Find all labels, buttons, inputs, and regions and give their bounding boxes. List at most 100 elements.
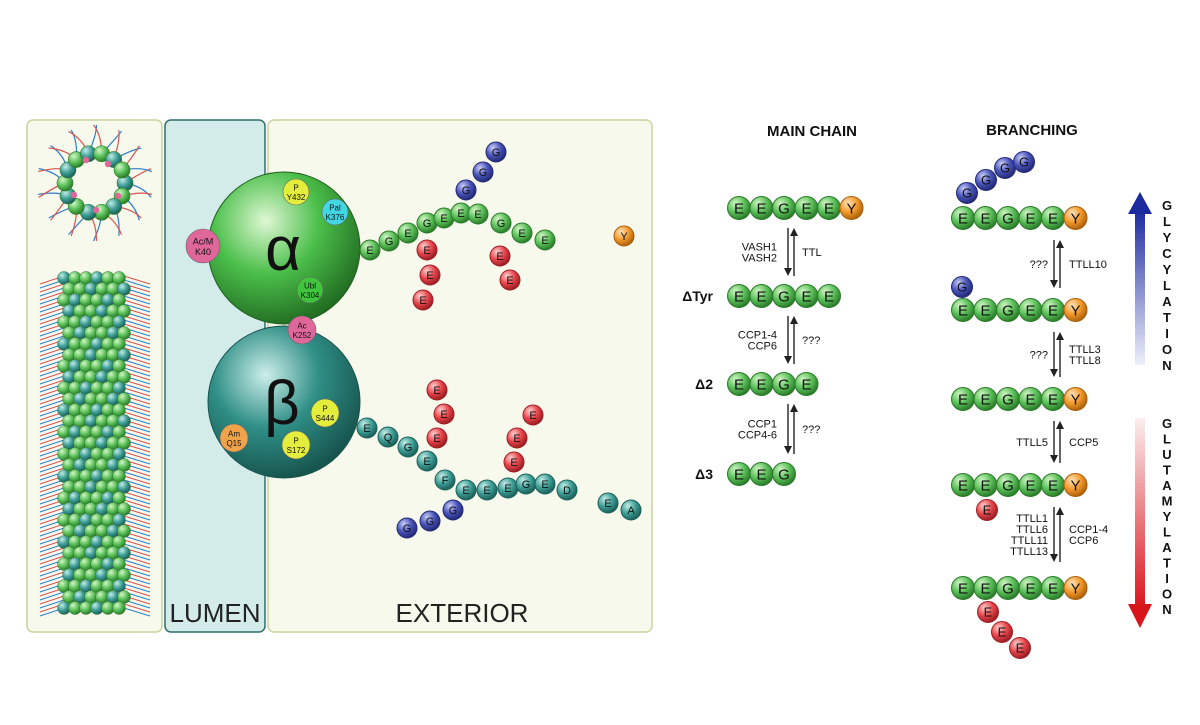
beta-gly-branch-residue: G (396, 517, 418, 539)
reversible-arrow-icon (1050, 507, 1064, 562)
residue-letter: Y (1070, 210, 1080, 227)
chain-residue: E (749, 372, 774, 396)
beta-tail-residue: E (416, 450, 438, 472)
chain-residue: E (951, 473, 975, 497)
chain-residue: E (749, 196, 774, 220)
beta-glu-branch-2-residue: E (503, 451, 525, 473)
alpha-glu-branch-1-residue: E (416, 239, 438, 261)
residue-letter: E (958, 302, 968, 319)
residue-letter: Y (620, 231, 628, 243)
beta-tubulin: β (207, 325, 361, 479)
beta-tail-residue: E (497, 477, 519, 499)
chain-residue: E (727, 372, 751, 396)
alpha-tail-residue: E (534, 229, 556, 251)
chain-residue: Y (1063, 576, 1088, 600)
residue-letter: E (457, 208, 464, 220)
ptm-site: Y432 (287, 193, 306, 202)
chain-residue: E (727, 462, 751, 486)
residue-letter: E (504, 483, 511, 495)
residue-letter: G (778, 200, 790, 217)
residue-letter: E (958, 477, 968, 494)
residue-letter: Y (1070, 477, 1080, 494)
residue-letter: E (801, 376, 811, 393)
enzyme-label: CCP4-6 (738, 430, 777, 442)
beta-tail-residue: A (620, 499, 642, 521)
residue-letter: G (404, 442, 413, 454)
reversible-arrow-icon (784, 404, 798, 454)
residue-letter: G (962, 186, 972, 201)
chain-residue: G (996, 298, 1020, 322)
chain-residue: G (996, 387, 1020, 411)
side-chain-residue: E (977, 601, 999, 623)
chain-residue: E (727, 196, 751, 220)
residue-letter: E (419, 295, 426, 307)
residue-letter: D (563, 485, 571, 497)
chain-residue: E (794, 284, 819, 308)
residue-letter: E (433, 385, 440, 397)
residue-letter: E (423, 245, 430, 257)
residue-letter: A (627, 505, 635, 517)
residue-letter: G (981, 173, 991, 188)
lumen-label: LUMEN (169, 598, 260, 628)
alpha-glu-branch-1: EEE (412, 239, 441, 311)
chain-residue: E (1041, 576, 1065, 600)
ptm-site-badges: PY432PalK376Ac/MK40UblK304AcK252PS444AmQ… (185, 178, 349, 460)
enzyme-label: TTLL6 (1016, 524, 1048, 536)
beta-gly-branch: GGG (396, 499, 464, 539)
residue-letter: Y (1070, 580, 1080, 597)
residue-letter: E (958, 210, 968, 227)
chain-residue: G (772, 462, 796, 486)
chain-residue: E (1018, 298, 1043, 322)
chain-state-label: ΔTyr (682, 288, 713, 304)
beta-tail-residue: E (356, 417, 378, 439)
alpha-tail-residue: Y (613, 225, 635, 247)
ptm-type: Ubl (304, 282, 316, 291)
residue-letter: E (756, 376, 766, 393)
residue-letter: G (522, 479, 531, 491)
reversible-arrow-icon (1050, 240, 1064, 288)
ptm-site: K40 (195, 247, 211, 257)
residue-letter: E (756, 200, 766, 217)
branching-title: BRANCHING (986, 122, 1078, 139)
residue-letter: E (510, 457, 517, 469)
residue-letter: G (1019, 155, 1029, 170)
chain-residue: E (794, 372, 819, 396)
glycylation-arrow (1128, 192, 1152, 365)
enzyme-label: TTLL3 (1069, 344, 1101, 356)
enzyme-label: TTLL13 (1010, 546, 1048, 558)
residue-letter: E (496, 251, 503, 263)
residue-letter: G (449, 505, 458, 517)
chain-state-label: Δ2 (695, 376, 713, 392)
residue-letter: E (801, 288, 811, 305)
chain-residue: Y (1063, 298, 1088, 322)
enzyme-label: TTLL5 (1016, 437, 1048, 449)
side-chain-residue: G (994, 157, 1016, 179)
residue-letter: F (442, 475, 449, 487)
enzyme-label: CCP6 (1069, 535, 1098, 547)
alpha-tail-residue: E (397, 222, 419, 244)
beta-glu-branch-2: EEE (503, 404, 544, 473)
enzyme-label: TTLL10 (1069, 259, 1107, 271)
glutamylation-arrow (1128, 418, 1152, 628)
ptm-type: Pal (329, 204, 341, 213)
chain-residue: E (1041, 473, 1065, 497)
side-chain-residue: G (956, 182, 978, 204)
residue-letter: E (734, 288, 744, 305)
chain-residue: E (817, 196, 841, 220)
residue-letter: E (824, 200, 834, 217)
beta-tail-residue: E (597, 492, 619, 514)
chain-residue: E (951, 387, 975, 411)
alpha-gly-branch-residue: G (472, 161, 494, 183)
chain-residue: E (1018, 576, 1043, 600)
beta-tail-residue: D (556, 479, 578, 501)
enzyme-label: TTLL11 (1011, 535, 1048, 547)
enzyme-label: ??? (1030, 350, 1048, 362)
residue-letter: E (440, 213, 447, 225)
